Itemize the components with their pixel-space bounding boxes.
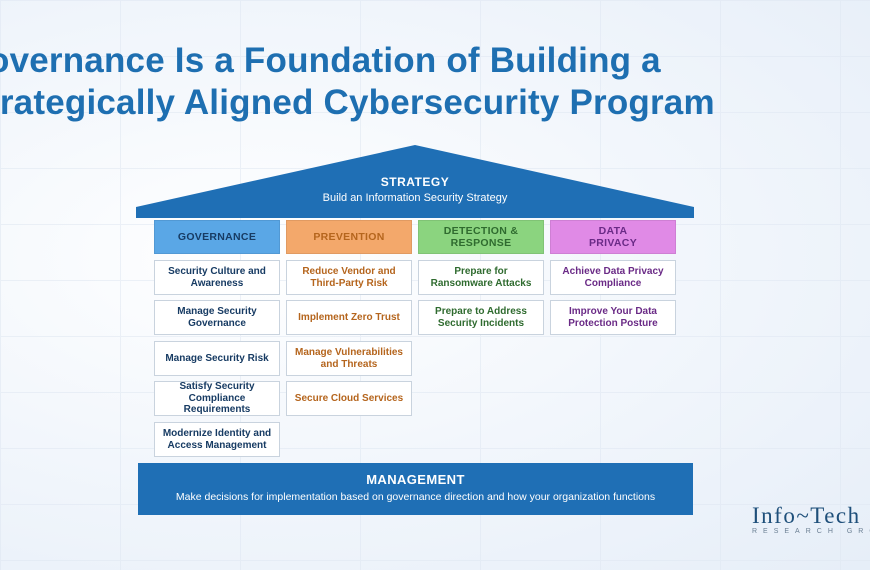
card-detection-1: Prepare for Ransomware Attacks xyxy=(418,260,544,295)
card-governance-3: Manage Security Risk xyxy=(154,341,280,376)
info-tech-logo: Info~Tech RESEARCH GROUP xyxy=(752,504,870,544)
card-data-privacy-2: Improve Your Data Protection Posture xyxy=(550,300,676,335)
column-header-prevention: PREVENTION xyxy=(286,220,412,254)
data-privacy-heading-text: DATA PRIVACY xyxy=(589,225,637,249)
page-title: overnance Is a Foundation of Building a … xyxy=(0,40,870,124)
card-prevention-1: Reduce Vendor and Third-Party Risk xyxy=(286,260,412,295)
strategy-subtitle: Build an Information Security Strategy xyxy=(322,192,508,204)
strategy-roof xyxy=(136,145,694,218)
card-detection-2: Prepare to Address Security Incidents xyxy=(418,300,544,335)
card-prevention-3: Manage Vulnerabilities and Threats xyxy=(286,341,412,376)
card-data-privacy-1: Achieve Data Privacy Compliance xyxy=(550,260,676,295)
logo-name: Info~Tech xyxy=(752,504,861,528)
card-governance-5: Modernize Identity and Access Management xyxy=(154,422,280,457)
management-subtitle: Make decisions for implementation based … xyxy=(175,491,656,503)
card-prevention-2: Implement Zero Trust xyxy=(286,300,412,335)
title-line-1: overnance Is a Foundation of Building a xyxy=(0,41,661,80)
title-line-2: trategically Aligned Cybersecurity Progr… xyxy=(0,83,715,122)
management-heading: MANAGEMENT xyxy=(366,472,465,487)
card-governance-1: Security Culture and Awareness xyxy=(154,260,280,295)
column-header-data-privacy: DATA PRIVACY xyxy=(550,220,676,254)
column-header-governance: GOVERNANCE xyxy=(154,220,280,254)
column-header-detection-response: DETECTION & RESPONSE xyxy=(418,220,544,254)
strategy-block: STRATEGY Build an Information Security S… xyxy=(136,175,694,204)
logo-tagline: RESEARCH GROUP xyxy=(752,528,870,535)
card-governance-2: Manage Security Governance xyxy=(154,300,280,335)
management-foundation: MANAGEMENT Make decisions for implementa… xyxy=(138,463,693,515)
card-prevention-4: Secure Cloud Services xyxy=(286,381,412,416)
card-governance-4: Satisfy Security Compliance Requirements xyxy=(154,381,280,416)
strategy-heading: STRATEGY xyxy=(380,175,450,189)
detection-heading-text: DETECTION & RESPONSE xyxy=(443,225,519,249)
